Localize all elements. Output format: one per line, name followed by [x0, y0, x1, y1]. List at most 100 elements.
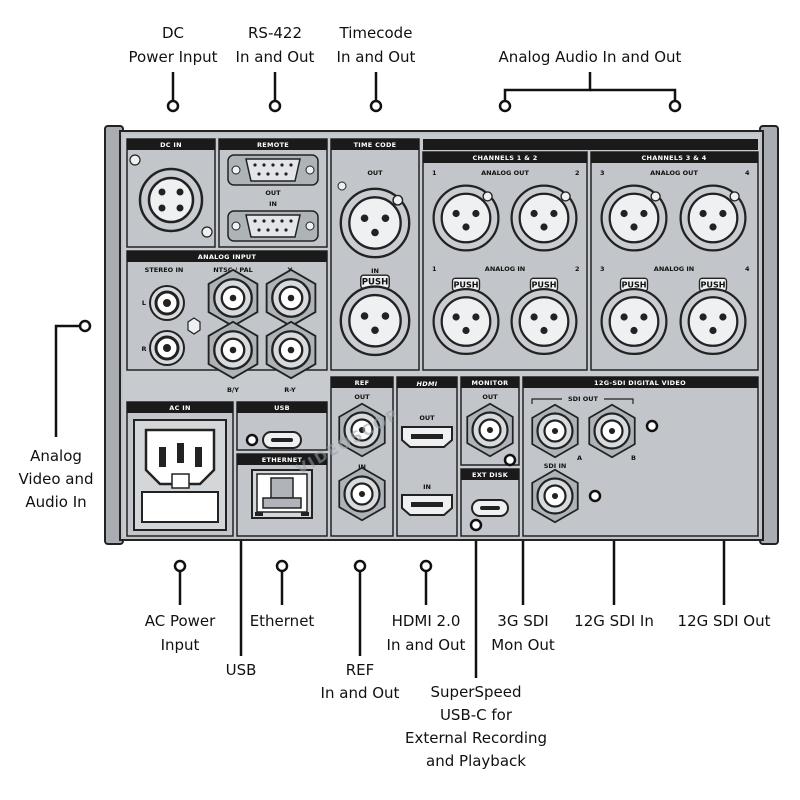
label-hdmi-in: IN — [423, 483, 431, 491]
timecode-out-xlr — [339, 187, 411, 259]
label-monitor-out: OUT — [482, 393, 498, 401]
label-tc-out: OUT — [367, 169, 383, 177]
callout-ac: AC Power Input — [145, 612, 216, 654]
label-ac-in: AC IN — [169, 404, 190, 412]
callout-superspeed-line3: External Recording — [405, 729, 547, 747]
label-ch1-in: 1 — [432, 265, 437, 273]
label-ch3-in: 3 — [600, 265, 605, 273]
callout-analog-audio: Analog Audio In and Out — [499, 48, 682, 66]
hdmi-in-port — [401, 494, 453, 516]
section-remote: REMOTE OUT IN — [218, 138, 328, 248]
label-ref: REF — [355, 379, 370, 387]
callout-analog-video: Analog Video and Audio In — [18, 447, 93, 511]
section-ethernet: ETHERNET — [236, 453, 328, 537]
label-time-code: TIME CODE — [354, 141, 397, 149]
hdmi-out-port — [401, 426, 453, 448]
section-analog-input: ANALOG INPUT STEREO IN NTSC / PAL Y L R … — [126, 250, 328, 394]
callout-analog-video-line2: Video and — [18, 470, 93, 488]
callout-ethernet: Ethernet — [250, 612, 315, 630]
rs422-in-connector — [227, 210, 319, 242]
label-stereo-in: STEREO IN — [145, 266, 184, 274]
label-hdmi-out: OUT — [419, 414, 435, 422]
callout-ref: REF In and Out — [321, 661, 400, 702]
callout-superspeed-line4: and Playback — [426, 752, 526, 770]
section-ac-in: AC IN — [126, 401, 234, 537]
callout-rs422: RS-422 In and Out — [236, 24, 315, 66]
label-sdi-in: SDI IN — [544, 462, 567, 470]
label-r-y: R-Y — [284, 386, 296, 394]
label-ch12-analog-in: ANALOG IN — [485, 265, 525, 273]
callout-12g-sdi-in: 12G SDI In — [574, 612, 654, 630]
label-monitor: MONITOR — [472, 379, 509, 387]
callout-ref-line2: In and Out — [321, 684, 400, 702]
analog-out-1-xlr — [432, 184, 500, 252]
section-time-code: TIME CODE OUT IN — [330, 138, 420, 371]
label-ch2-in: 2 — [575, 265, 580, 273]
callout-analog-video-line1: Analog — [30, 447, 82, 465]
rs422-out-connector — [227, 154, 319, 186]
rca-left-jack — [148, 284, 186, 322]
ethernet-port — [251, 469, 313, 519]
label-sdi-out: SDI OUT — [568, 395, 599, 403]
label-tc-in: IN — [371, 267, 379, 275]
callout-superspeed: SuperSpeed USB-C for External Recording … — [405, 683, 547, 770]
callout-12g-sdi-out: 12G SDI Out — [678, 612, 771, 630]
label-channels-1-2: CHANNELS 1 & 2 — [472, 154, 537, 162]
section-channels-1-2: CHANNELS 1 & 2 1 ANALOG OUT 2 1 ANALOG I… — [422, 139, 758, 371]
callout-timecode-line1: Timecode — [339, 24, 413, 42]
callout-sdi-mon-line2: Mon Out — [491, 636, 555, 654]
label-analog-input: ANALOG INPUT — [198, 253, 257, 261]
callout-timecode: Timecode In and Out — [337, 24, 416, 66]
label-ch1-out: 1 — [432, 169, 437, 177]
label-ch12-analog-out: ANALOG OUT — [481, 169, 529, 177]
section-hdmi: HDMI OUT IN — [396, 376, 458, 537]
callout-usb: USB — [226, 661, 257, 679]
label-remote-out: OUT — [265, 189, 281, 197]
label-ch34-analog-in: ANALOG IN — [654, 265, 694, 273]
label-ref-out: OUT — [354, 393, 370, 401]
callout-ac-line2: Input — [161, 636, 200, 654]
analog-out-2-xlr — [510, 184, 578, 252]
label-l: L — [142, 299, 146, 307]
callout-dc: DC Power Input — [129, 24, 218, 66]
label-usb: USB — [274, 404, 290, 412]
analog-out-3-xlr — [600, 184, 668, 252]
label-sdi-b: B — [631, 454, 636, 462]
label-ch34-analog-out: ANALOG OUT — [650, 169, 698, 177]
label-12g-sdi: 12G-SDI DIGITAL VIDEO — [594, 379, 686, 387]
callout-hdmi: HDMI 2.0 In and Out — [387, 612, 466, 654]
callout-ac-line1: AC Power — [145, 612, 216, 630]
label-ch4-out: 4 — [745, 169, 750, 177]
label-b-y: B/Y — [227, 386, 239, 394]
callout-dc-line2: Power Input — [129, 48, 218, 66]
callout-superspeed-line2: USB-C for — [440, 706, 513, 724]
rca-right-jack — [148, 329, 186, 367]
callout-rs422-line1: RS-422 — [248, 24, 302, 42]
callout-rs422-line2: In and Out — [236, 48, 315, 66]
label-remote: REMOTE — [257, 141, 289, 149]
label-dc-in: DC IN — [160, 141, 182, 149]
section-monitor: MONITOR OUT — [460, 376, 520, 466]
dc-power-connector — [138, 167, 204, 233]
label-channels-3-4: CHANNELS 3 & 4 — [641, 154, 706, 162]
label-ext-disk: EXT DISK — [472, 471, 509, 479]
callout-analog-video-line3: Audio In — [25, 493, 86, 511]
label-ch4-in: 4 — [745, 265, 750, 273]
label-ethernet: ETHERNET — [262, 456, 303, 464]
section-ext-disk: EXT DISK — [460, 468, 520, 537]
callout-superspeed-line1: SuperSpeed — [431, 683, 522, 701]
callout-hdmi-line1: HDMI 2.0 — [392, 612, 461, 630]
callout-ref-line1: REF — [346, 661, 375, 679]
section-12g-sdi: 12G-SDI DIGITAL VIDEO SDI OUT A B SDI IN — [522, 376, 759, 537]
callout-timecode-line2: In and Out — [337, 48, 416, 66]
callout-hdmi-line2: In and Out — [387, 636, 466, 654]
label-r: R — [141, 345, 146, 353]
ac-power-socket — [133, 419, 227, 531]
callout-dc-line1: DC — [162, 24, 184, 42]
callout-sdi-mon-line1: 3G SDI — [497, 612, 548, 630]
section-channels-3-4: CHANNELS 3 & 4 3 ANALOG OUT 4 3 ANALOG I… — [590, 151, 759, 371]
section-dc-in: DC IN — [126, 138, 216, 248]
callout-sdi-mon: 3G SDI Mon Out — [491, 612, 555, 654]
label-ch3-out: 3 — [600, 169, 605, 177]
